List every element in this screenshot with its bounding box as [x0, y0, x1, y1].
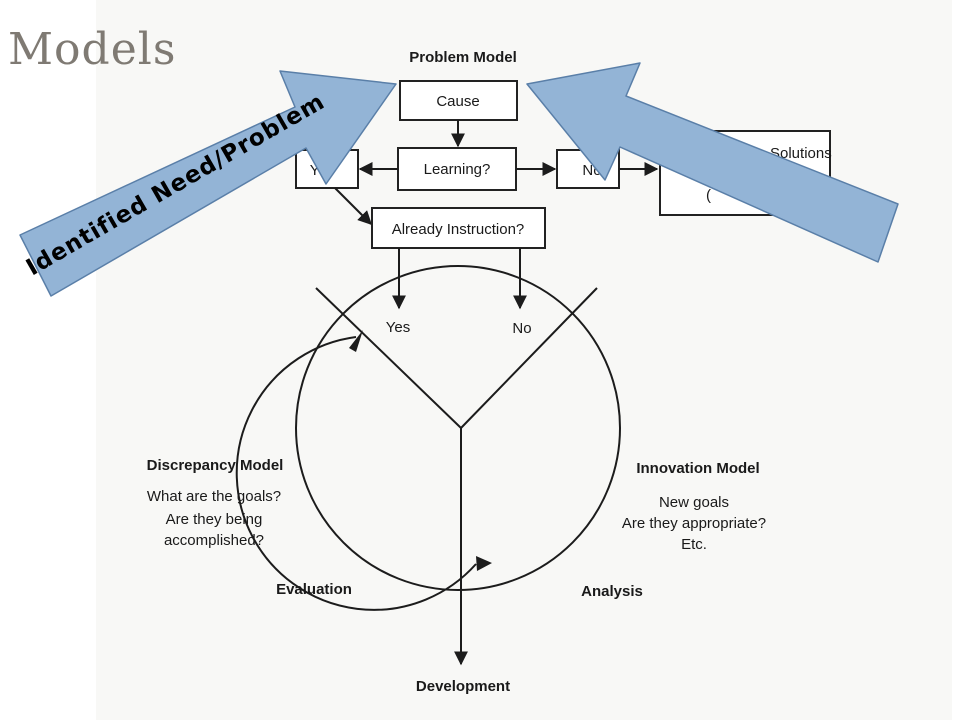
yes-to-instruction-arrow — [334, 187, 372, 225]
evaluation-label: Evaluation — [276, 581, 352, 598]
cycle-divider-left — [315, 287, 462, 429]
learning-label: Learning? — [424, 161, 491, 178]
innovation-line-3: Etc. — [681, 536, 707, 553]
innovation-model-title: Innovation Model — [636, 460, 759, 477]
identified-need-banner-text: Identified Need/Problem — [22, 89, 330, 282]
slide-title: Models — [8, 24, 177, 75]
other-solutions-line1: Solutions — [770, 145, 832, 162]
discrepancy-line-2: Are they being — [166, 511, 263, 528]
cycle-yes-label: Yes — [386, 319, 410, 336]
cycle-outer-circle — [295, 265, 621, 591]
learning-box — [397, 147, 517, 191]
development-label: Development — [416, 678, 510, 695]
cycle-divider-right — [460, 287, 598, 429]
problem-model-title: Problem Model — [409, 49, 517, 66]
cycle-inner-arrowhead — [349, 330, 363, 352]
already-instruction-label: Already Instruction? — [392, 221, 525, 238]
other-solutions-line2: ( — [706, 187, 711, 204]
innovation-line-1: New goals — [659, 494, 729, 511]
cycle-bottom-arrowhead — [476, 556, 492, 571]
already-instruction-box — [371, 207, 546, 249]
scanned-figure-background — [96, 0, 952, 720]
identified-need-arrow-right — [526, 62, 899, 263]
cycle-no-label: No — [512, 320, 531, 337]
cause-label: Cause — [436, 93, 479, 110]
innovation-line-2: Are they appropriate? — [622, 515, 766, 532]
analysis-label: Analysis — [581, 583, 643, 600]
identified-need-arrow-left — [19, 70, 397, 297]
discrepancy-line-1: What are the goals? — [147, 488, 281, 505]
discrepancy-line-3: accomplished? — [164, 532, 264, 549]
cycle-inner-circle — [235, 336, 477, 611]
discrepancy-model-title: Discrepancy Model — [147, 457, 284, 474]
